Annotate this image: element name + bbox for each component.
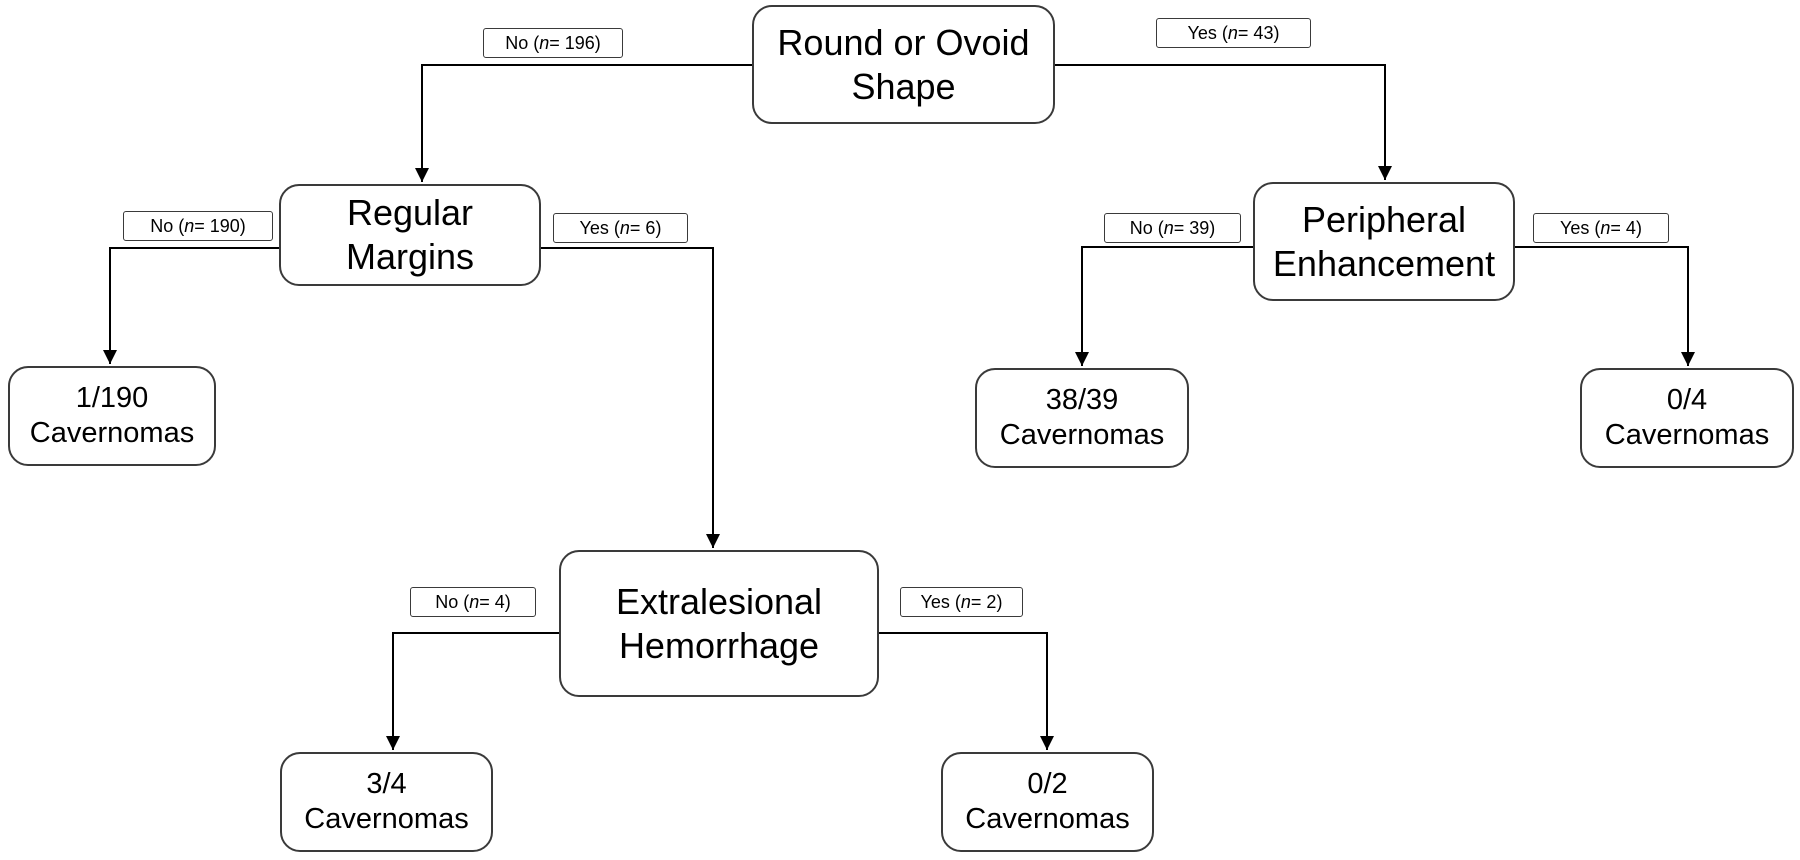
node-extralesional-hemorrhage-line2: Hemorrhage [618,624,820,666]
leaf-count: 3/4 [366,767,407,800]
leaf-3-4-cavernomas: 3/4 Cavernomas [280,752,493,852]
edge-label-var: n [1163,217,1174,238]
node-round-ovoid-shape: Round or Ovoid Shape [752,5,1055,124]
edge-label-answer: No [150,215,174,236]
node-regular-margins: Regular Margins [279,184,541,286]
node-peripheral-enhancement-line2: Enhancement [1272,242,1496,284]
edge-label-rest: = 6) [629,217,662,238]
edge-label-answer: Yes [1187,22,1217,43]
edge-label-answer: No [1129,217,1153,238]
node-round-ovoid-line2: Shape [851,65,956,107]
edge-label-margins-yes: Yes (n = 6) [553,213,688,243]
edge-label-var: n [960,591,971,612]
leaf-label: Cavernomas [999,419,1165,451]
node-regular-margins-line2: Margins [345,236,475,277]
node-extralesional-hemorrhage-line1: Extralesional [615,580,823,622]
edge-label-rest: = 190) [194,215,246,236]
edge-hemorrhage-yes [879,632,1054,750]
leaf-label: Cavernomas [29,417,195,449]
edge-shape-yes [1055,64,1392,180]
leaf-0-2-cavernomas: 0/2 Cavernomas [941,752,1154,852]
edge-label-rest: = 39) [1173,217,1216,238]
edge-label-rest: = 2) [970,591,1003,612]
leaf-label: Cavernomas [304,803,469,835]
edge-label-var: n [619,217,630,238]
leaf-38-39-cavernomas: 38/39 Cavernomas [975,368,1189,468]
node-regular-margins-line1: Regular [346,192,474,234]
edge-label-margins-no: No (n = 190) [123,211,273,241]
edge-label-answer: Yes [1560,217,1590,238]
node-extralesional-hemorrhage: Extralesional Hemorrhage [559,550,879,697]
node-peripheral-enhancement-line1: Peripheral [1301,198,1467,240]
edge-margins-no [103,247,279,364]
node-round-ovoid-line1: Round or Ovoid [777,21,1030,63]
edge-label-rest: = 43) [1237,22,1280,43]
edge-label-rest: = 196) [549,32,601,53]
leaf-label: Cavernomas [965,803,1130,835]
edge-label-hemorrhage-yes: Yes (n = 2) [900,587,1023,617]
edge-label-var: n [1600,217,1611,238]
node-peripheral-enhancement: Peripheral Enhancement [1253,182,1515,301]
edge-label-hemorrhage-no: No (n = 4) [410,587,536,617]
leaf-count: 0/4 [1666,383,1708,416]
leaf-0-4-cavernomas: 0/4 Cavernomas [1580,368,1794,468]
leaf-count: 1/190 [75,381,149,414]
edge-label-rest: = 4) [1610,217,1642,238]
edge-shape-no [415,64,752,182]
edge-label-shape-yes: Yes (n = 43) [1156,18,1311,48]
leaf-1-190-cavernomas: 1/190 Cavernomas [8,366,216,466]
edge-label-enhancement-yes: Yes (n = 4) [1533,213,1669,243]
edge-label-answer: No [505,32,529,53]
edge-margins-yes [541,247,720,548]
edge-label-var: n [1227,22,1238,43]
edge-label-answer: No [435,591,459,612]
edge-label-rest: = 4) [479,591,511,612]
edge-enhancement-yes [1515,246,1695,366]
edge-label-shape-no: No (n = 196) [483,28,623,58]
leaf-count: 0/2 [1027,767,1068,800]
edge-label-var: n [469,591,480,612]
edge-label-var: n [539,32,550,53]
edge-label-answer: Yes [579,217,609,238]
edge-label-answer: Yes [920,591,950,612]
leaf-label: Cavernomas [1604,419,1770,451]
edge-label-var: n [184,215,195,236]
edge-hemorrhage-no [386,632,559,750]
leaf-count: 38/39 [1045,383,1119,416]
edge-enhancement-no [1075,246,1253,366]
edge-label-enhancement-no: No (n = 39) [1104,213,1241,243]
